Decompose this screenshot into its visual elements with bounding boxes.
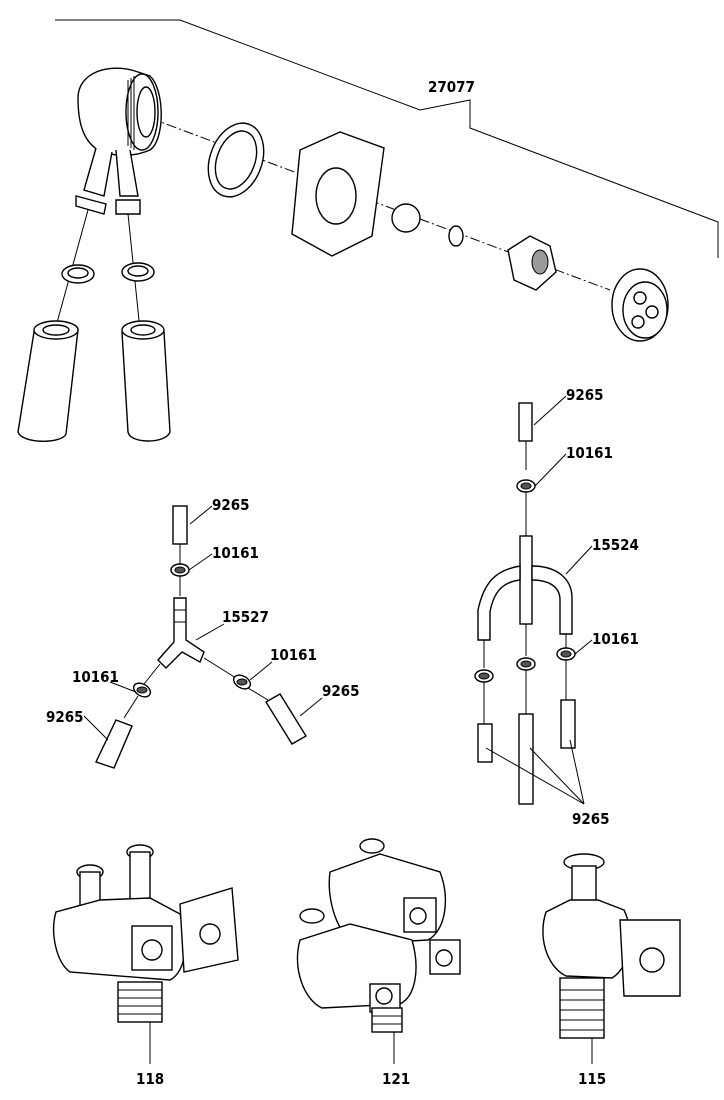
assembly-27077: 27077: [17, 19, 719, 442]
label-tube-top-right: 9265: [566, 386, 604, 404]
manifold-bore: [136, 86, 156, 138]
label-tube-mid: 9265: [322, 682, 360, 700]
label-valve-121: 121: [382, 1070, 410, 1088]
label-clamp-top-left: 10161: [212, 544, 259, 562]
gasket-inner: [214, 130, 258, 190]
y-connector-15527: [157, 597, 205, 669]
label-y-connector: 15527: [222, 608, 269, 626]
manifold-15524-stem: [519, 535, 533, 625]
thread-lines: [127, 76, 135, 150]
valve-121: 121: [296, 838, 461, 1088]
ball: [391, 203, 421, 233]
assembly-outline-line: [55, 19, 719, 258]
manifold-15524-group: 9265 10161 15524 10161: [474, 386, 639, 828]
spout-right-ring: [115, 199, 141, 215]
label-tubes-bottom-right: 9265: [572, 810, 610, 828]
label-manifold-15524: 15524: [592, 536, 639, 554]
spout-right: [115, 149, 139, 197]
valve-118: 118: [53, 844, 239, 1088]
tube-9265-bottom-mid: [518, 713, 534, 805]
label-clamp-right-side: 10161: [592, 630, 639, 648]
tube-9265-bottom-left: [477, 723, 493, 763]
end-cap-hole-1: [633, 291, 647, 305]
hose-right-bore: [130, 324, 156, 336]
hose-left: [17, 321, 79, 442]
end-cap-face: [622, 281, 668, 339]
y-connector-15527-group: 9265 10161 15527 10161 9265 10161 9265: [46, 496, 360, 769]
end-cap-hole-3: [631, 315, 645, 329]
hose-left-bore: [42, 324, 70, 336]
label-tube-top-left: 9265: [212, 496, 250, 514]
tube-9265-top-left: [172, 505, 188, 545]
hose-clamp-left-inner: [67, 267, 89, 279]
label-clamp-mid: 10161: [270, 646, 317, 664]
label-valve-115: 115: [578, 1070, 606, 1088]
mounting-plate-hole: [315, 167, 357, 225]
label-valve-118: 118: [136, 1070, 164, 1088]
hex-nut-bore: [531, 249, 549, 275]
manifold-15524-arm-left: [477, 565, 521, 641]
valve-115: 115: [542, 853, 681, 1088]
label-27077: 27077: [428, 78, 475, 96]
tube-9265-top-right: [518, 402, 533, 442]
spout-left: [83, 147, 113, 197]
tube-9265-left: [95, 719, 133, 769]
label-tube-left: 9265: [46, 708, 84, 726]
hose-right: [121, 322, 171, 442]
label-clamp-top-right: 10161: [566, 444, 613, 462]
manifold-15524-arm-right: [531, 565, 573, 635]
tube-9265-mid: [265, 693, 307, 745]
tube-9265-bottom-right: [560, 699, 576, 749]
o-ring: [448, 225, 464, 247]
label-clamp-left: 10161: [72, 668, 119, 686]
end-cap-hole-2: [645, 305, 659, 319]
spout-left-ring: [75, 195, 107, 215]
hose-clamp-right-inner: [127, 265, 149, 277]
